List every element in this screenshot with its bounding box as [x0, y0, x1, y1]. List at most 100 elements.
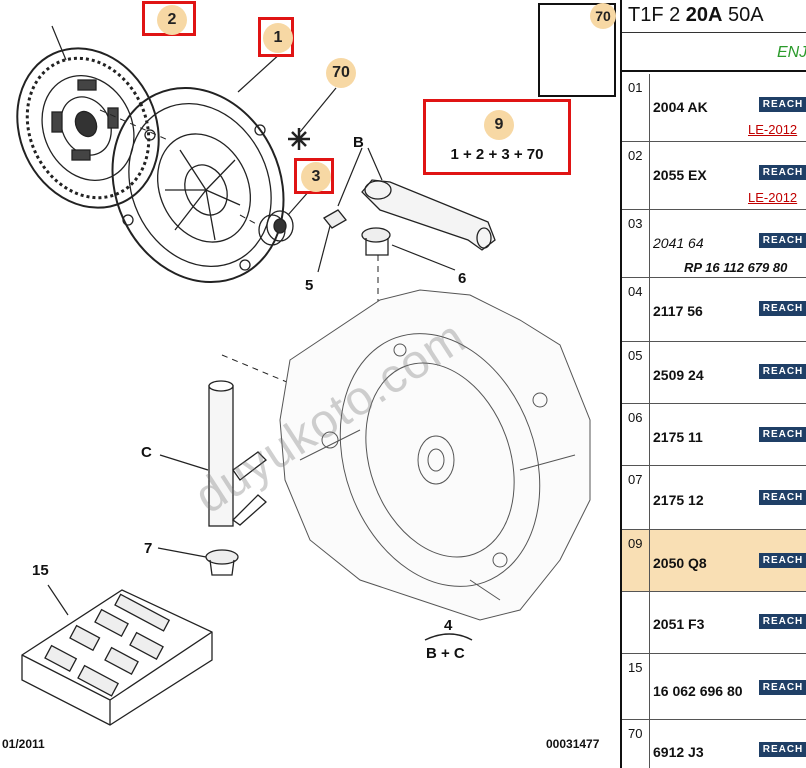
table-row[interactable]: 15 16 062 696 80 REACH — [622, 654, 806, 720]
release-bearing[interactable] — [258, 210, 294, 246]
label-4[interactable]: 4 — [444, 617, 453, 634]
callout-2-box: 2 — [142, 1, 196, 36]
inset-70-label[interactable]: 70 — [590, 3, 616, 29]
ref-prefix: T1F 2 — [628, 4, 686, 26]
row-divider — [649, 720, 650, 768]
reach-badge[interactable]: REACH — [759, 233, 806, 248]
clutch-disc[interactable] — [0, 25, 184, 231]
callout-70-label[interactable]: 70 — [326, 58, 356, 88]
bolt-marker — [288, 128, 310, 150]
row-index: 06 — [628, 410, 643, 425]
table-header: T1F 2 20A 50A ENJ — [622, 0, 806, 72]
kit-9-box: 9 1 + 2 + 3 + 70 — [423, 99, 571, 175]
pressure-plate[interactable] — [81, 60, 314, 311]
assembly-formula: B + C — [426, 645, 465, 662]
part-number[interactable]: 2055 EX — [653, 167, 707, 183]
label-15[interactable]: 15 — [32, 562, 49, 579]
reach-badge[interactable]: REACH — [759, 490, 806, 505]
table-row[interactable]: 03 2041 64 REACH RP 16 112 679 80 — [622, 210, 806, 278]
callout-1-box: 1 — [258, 17, 294, 57]
ref-suffix: 50A — [722, 4, 764, 26]
row-divider — [649, 74, 650, 141]
row-divider — [649, 342, 650, 403]
table-row[interactable]: 04 2117 56 REACH — [622, 278, 806, 342]
reach-badge[interactable]: REACH — [759, 742, 806, 757]
reach-badge[interactable]: REACH — [759, 614, 806, 629]
lower-bushing[interactable] — [205, 549, 239, 576]
table-row[interactable]: 06 2175 11 REACH — [622, 404, 806, 466]
footer-code: 00031477 — [546, 737, 600, 751]
label-b[interactable]: B — [353, 134, 364, 151]
le-link[interactable]: LE-2012 — [748, 190, 798, 205]
footer-date: 01/2011 — [2, 737, 45, 751]
row-divider — [649, 142, 650, 209]
row-index: 05 — [628, 348, 643, 363]
part-number[interactable]: 2041 64 — [653, 235, 704, 251]
row-index: 04 — [628, 284, 643, 299]
reach-badge[interactable]: REACH — [759, 427, 806, 442]
part-number[interactable]: 2509 24 — [653, 367, 704, 383]
reach-badge[interactable]: REACH — [759, 97, 806, 112]
row-divider — [649, 530, 650, 591]
table-row[interactable]: 05 2509 24 REACH — [622, 342, 806, 404]
guide-sleeve[interactable] — [361, 227, 391, 256]
label-6[interactable]: 6 — [458, 270, 467, 287]
reach-badge[interactable]: REACH — [759, 364, 806, 379]
reach-badge[interactable]: REACH — [759, 680, 806, 695]
reach-badge[interactable]: REACH — [759, 165, 806, 180]
diagram-drawing — [0, 25, 613, 726]
replacement-ref[interactable]: RP 16 112 679 80 — [684, 260, 788, 275]
gearbox-housing — [279, 289, 591, 621]
release-fork[interactable] — [361, 179, 496, 251]
reach-badge[interactable]: REACH — [759, 301, 806, 316]
part-number[interactable]: 6912 J3 — [653, 744, 704, 760]
header-subtitle: ENJ — [777, 44, 806, 61]
row-index: 09 — [628, 536, 643, 551]
table-row-selected[interactable]: 09 2050 Q8 REACH — [622, 530, 806, 592]
label-c[interactable]: C — [141, 444, 152, 461]
row-divider — [649, 404, 650, 465]
table-row[interactable]: 2051 F3 REACH — [622, 592, 806, 654]
part-number[interactable]: 2175 12 — [653, 492, 704, 508]
row-divider — [649, 466, 650, 529]
kit-9-label[interactable]: 9 — [484, 110, 514, 140]
row-divider — [649, 278, 650, 341]
row-divider — [649, 654, 650, 719]
row-index: 03 — [628, 216, 643, 231]
exploded-diagram: 2 1 70 3 70 9 1 + 2 + 3 + 70 B 5 6 C 7 1… — [0, 1, 616, 751]
table-row[interactable]: 02 2055 EX REACH LE-2012 — [622, 142, 806, 210]
label-7[interactable]: 7 — [144, 540, 153, 557]
table-row[interactable]: 70 6912 J3 REACH — [622, 720, 806, 768]
callout-2-label[interactable]: 2 — [157, 5, 187, 35]
ref-bold: 20A — [685, 4, 723, 26]
clutch-shaft[interactable] — [208, 380, 267, 527]
part-number[interactable]: 2117 56 — [653, 303, 703, 319]
fork-bushing[interactable] — [323, 209, 347, 229]
row-index: 70 — [628, 726, 643, 741]
table-row[interactable]: 01 2004 AK REACH LE-2012 — [622, 74, 806, 142]
reach-badge[interactable]: REACH — [759, 553, 806, 568]
callout-3-box: 3 — [294, 158, 334, 194]
row-index: 01 — [628, 80, 643, 95]
kit-formula: 1 + 2 + 3 + 70 — [450, 146, 544, 163]
part-number[interactable]: 2175 11 — [653, 429, 703, 445]
label-5[interactable]: 5 — [305, 277, 314, 294]
callout-1-label[interactable]: 1 — [263, 23, 293, 53]
repair-kit-box[interactable] — [21, 589, 213, 726]
part-number[interactable]: 2051 F3 — [653, 616, 705, 632]
header-divider — [622, 32, 806, 33]
parts-table: T1F 2 20A 50A ENJ 01 2004 AK REACH LE-20… — [620, 0, 806, 768]
part-number[interactable]: 2050 Q8 — [653, 555, 707, 571]
row-divider — [649, 210, 650, 277]
row-index: 02 — [628, 148, 643, 163]
le-link[interactable]: LE-2012 — [748, 122, 798, 137]
row-index: 07 — [628, 472, 643, 487]
callout-3-label[interactable]: 3 — [301, 162, 331, 192]
part-number[interactable]: 2004 AK — [653, 99, 708, 115]
part-number[interactable]: 16 062 696 80 — [653, 683, 743, 699]
table-row[interactable]: 07 2175 12 REACH — [622, 466, 806, 530]
row-divider — [649, 592, 650, 653]
reference-title: T1F 2 20A 50A — [628, 4, 764, 27]
bolt-inset: 70 — [538, 3, 616, 97]
row-index: 15 — [628, 660, 643, 675]
